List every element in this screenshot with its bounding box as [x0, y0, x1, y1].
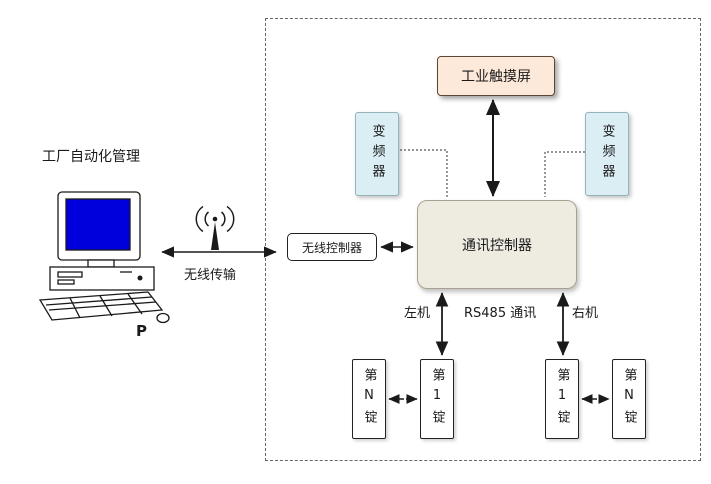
spindle-right-1-label: 第1锭 [554, 368, 570, 430]
wireless-controller-label: 无线控制器 [301, 240, 362, 255]
pc-label: P [136, 322, 147, 340]
wireless-controller-box: 无线控制器 [287, 233, 377, 261]
wireless-transmission-label: 无线传输 [184, 268, 237, 283]
spindle-left-n-label: 第N锭 [361, 368, 377, 430]
spindle-left-1-label: 第1锭 [429, 368, 445, 430]
spindle-left-1-box: 第1锭 [420, 359, 454, 439]
desktop-case-icon [49, 266, 155, 291]
industrial-touchscreen-box: 工业触摸屏 [437, 56, 555, 96]
spindle-right-n-box: 第N锭 [612, 359, 646, 439]
mouse-icon [156, 312, 170, 324]
left-machine-label: 左机 [404, 306, 431, 321]
comm-controller-label: 通讯控制器 [462, 237, 532, 254]
system-boundary-box [265, 18, 701, 461]
factory-automation-title: 工厂自动化管理 [42, 149, 140, 165]
right-machine-label: 右机 [572, 306, 599, 321]
inverter-left-label: 变频器 [369, 124, 385, 184]
rs485-comm-label: RS485 通讯 [464, 306, 537, 321]
spindle-right-1-box: 第1锭 [545, 359, 579, 439]
inverter-right-box: 变频器 [585, 112, 629, 196]
monitor-icon [57, 191, 141, 268]
keyboard-icon [38, 291, 164, 321]
comm-controller-box: 通讯控制器 [417, 200, 577, 289]
inverter-right-label: 变频器 [599, 124, 615, 184]
computer-illustration [38, 191, 170, 324]
industrial-touchscreen-label: 工业触摸屏 [461, 69, 531, 85]
spindle-right-n-label: 第N锭 [621, 368, 637, 430]
spindle-left-n-box: 第N锭 [352, 359, 386, 439]
antenna-icon [195, 205, 235, 250]
inverter-left-box: 变频器 [355, 112, 399, 196]
monitor-screen [65, 198, 131, 251]
